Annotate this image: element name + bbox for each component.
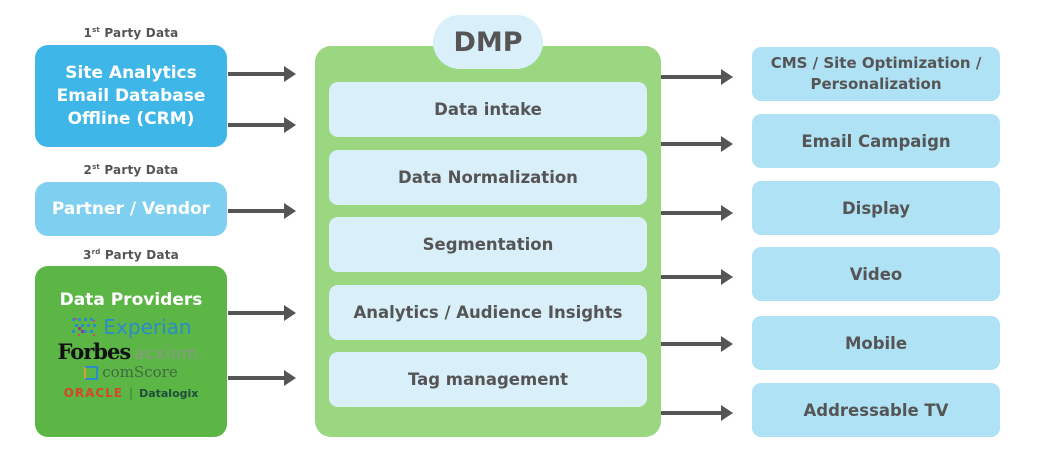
label-text: Party Data [99,163,179,177]
arrow-right-icon [661,336,733,352]
output-line: Personalization [810,75,942,93]
second-party-label: 2st Party Data [35,163,227,177]
output-label: Addressable TV [803,400,949,420]
source-line: Email Database [56,85,206,106]
arrow-right-icon [228,66,296,82]
output-email-campaign: Email Campaign [752,114,1000,168]
output-label: Video [849,264,903,284]
output-cms-site-optimization: CMS / Site Optimization / Personalizatio… [752,47,1000,101]
label-number: 2 [83,163,93,177]
dmp-stage-analytics: Analytics / Audience Insights [329,285,647,340]
datalogix-logo: Datalogix [139,386,199,400]
label-text: Party Data [100,248,179,262]
label-ordinal: st [92,26,100,34]
output-label: Display [841,198,911,218]
experian-text: Experian [103,315,192,339]
output-mobile: Mobile [752,316,1000,370]
arrow-right-icon [661,205,733,221]
second-party-source-box: Partner / Vendor [35,182,227,236]
arrow-right-icon [228,305,296,321]
output-video: Video [752,247,1000,301]
arrow-right-icon [661,136,733,152]
output-display: Display [752,181,1000,235]
label-text: Party Data [99,26,179,40]
arrow-right-icon [661,69,733,85]
arrow-right-icon [228,117,296,133]
comscore-mark-icon [84,365,99,380]
arrow-right-icon [661,269,733,285]
label-number: 3 [83,248,92,262]
dmp-stage-tag-management: Tag management [329,352,647,407]
output-line: CMS / Site Optimization / [770,54,982,72]
source-line: Site Analytics [65,62,197,83]
output-addressable-tv: Addressable TV [752,383,1000,437]
dmp-stage-segmentation: Segmentation [329,217,647,272]
comscore-text: comScore [102,363,178,381]
dmp-stage-data-intake: Data intake [329,82,647,137]
data-providers-header: Data Providers [59,290,203,310]
experian-logo: Experian [70,315,192,339]
first-party-label: 1st Party Data [35,26,227,40]
source-text: Partner / Vendor [51,199,211,219]
acxiom-logo: acxiom. [134,344,205,364]
oracle-logo: ORACLE [63,386,124,400]
label-ordinal: rd [91,248,101,256]
forbes-logo: Forbes [57,339,131,364]
first-party-source-box: Site Analytics Email Database Offline (C… [35,45,227,147]
arrow-right-icon [228,203,296,219]
dmp-stage-data-normalization: Data Normalization [329,150,647,205]
label-number: 1 [83,26,93,40]
source-line: Offline (CRM) [67,108,195,129]
third-party-source-box: Data Providers Experian Forbes acxiom. [35,266,227,437]
third-party-label: 3rd Party Data [35,248,227,262]
arrow-right-icon [228,370,296,386]
comscore-logo: comScore [84,363,178,381]
oracle-datalogix-row: ORACLE | Datalogix [64,386,199,400]
label-ordinal: st [92,163,100,171]
arrow-right-icon [661,405,733,421]
forbes-acxiom-row: Forbes acxiom. [57,341,204,363]
output-label: Email Campaign [801,131,951,151]
output-label: Mobile [844,333,908,353]
dmp-title: DMP [433,15,543,69]
experian-mark-icon [70,316,100,338]
logo-divider: | [129,386,134,400]
